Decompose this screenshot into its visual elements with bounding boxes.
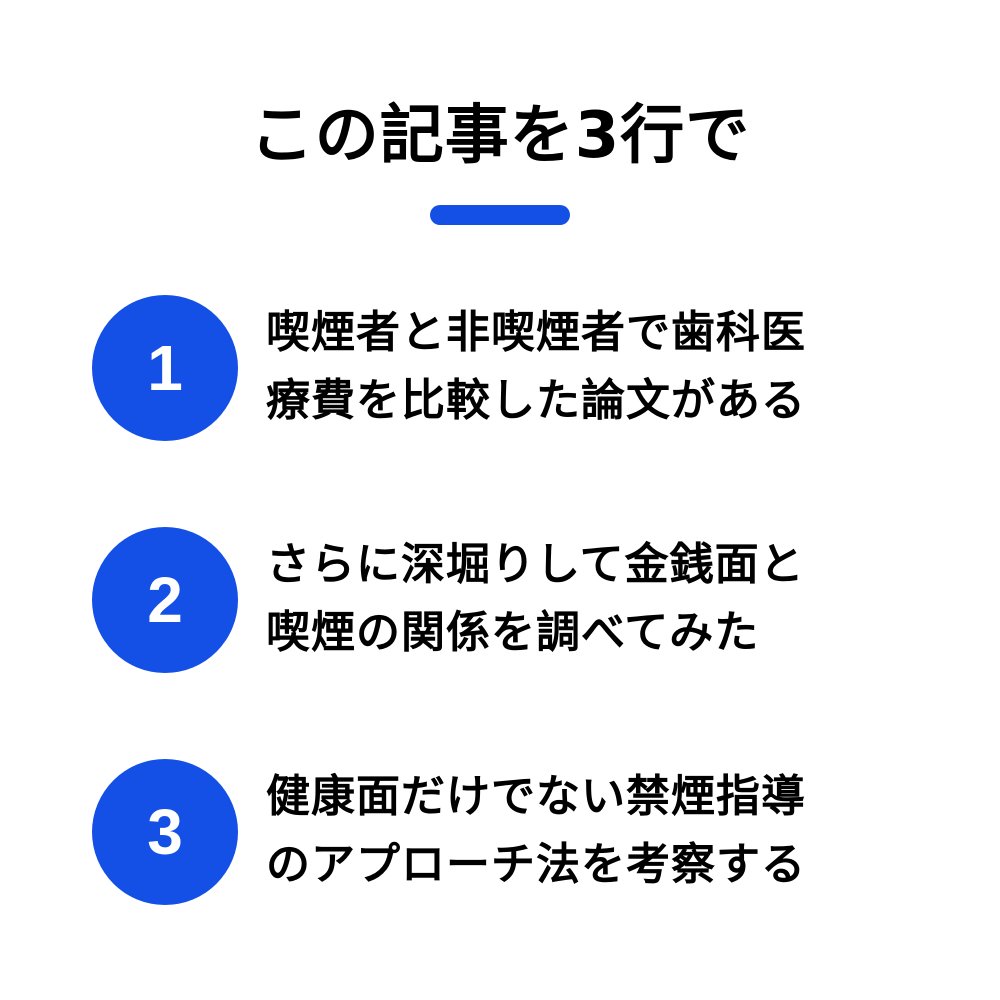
summary-item: 3 健康面だけでない禁煙指導 のアプローチ法を考察する xyxy=(0,759,1000,909)
summary-item: 2 さらに深堀りして金銭面と 喫煙の関係を調べてみた xyxy=(0,527,1000,677)
title-underline xyxy=(430,205,570,225)
summary-line: のアプローチ法を考察する xyxy=(266,839,806,890)
number-badge: 1 xyxy=(92,295,238,441)
summary-line: 健康面だけでない禁煙指導 xyxy=(266,771,806,822)
summary-text: 喫煙者と非喫煙者で歯科医 療費を比較した論文がある xyxy=(266,299,966,435)
summary-line: 療費を比較した論文がある xyxy=(266,375,806,426)
summary-text: さらに深堀りして金銭面と 喫煙の関係を調べてみた xyxy=(266,531,966,667)
summary-line: 喫煙者と非喫煙者で歯科医 xyxy=(266,307,806,358)
summary-line: 喫煙の関係を調べてみた xyxy=(266,607,760,658)
summary-text: 健康面だけでない禁煙指導 のアプローチ法を考察する xyxy=(266,763,966,899)
summary-item: 1 喫煙者と非喫煙者で歯科医 療費を比較した論文がある xyxy=(0,295,1000,445)
page-title: この記事を3行で xyxy=(249,99,751,173)
number-badge: 2 xyxy=(92,527,238,673)
number-badge: 3 xyxy=(92,759,238,905)
summary-line: さらに深堀りして金銭面と xyxy=(266,539,805,590)
